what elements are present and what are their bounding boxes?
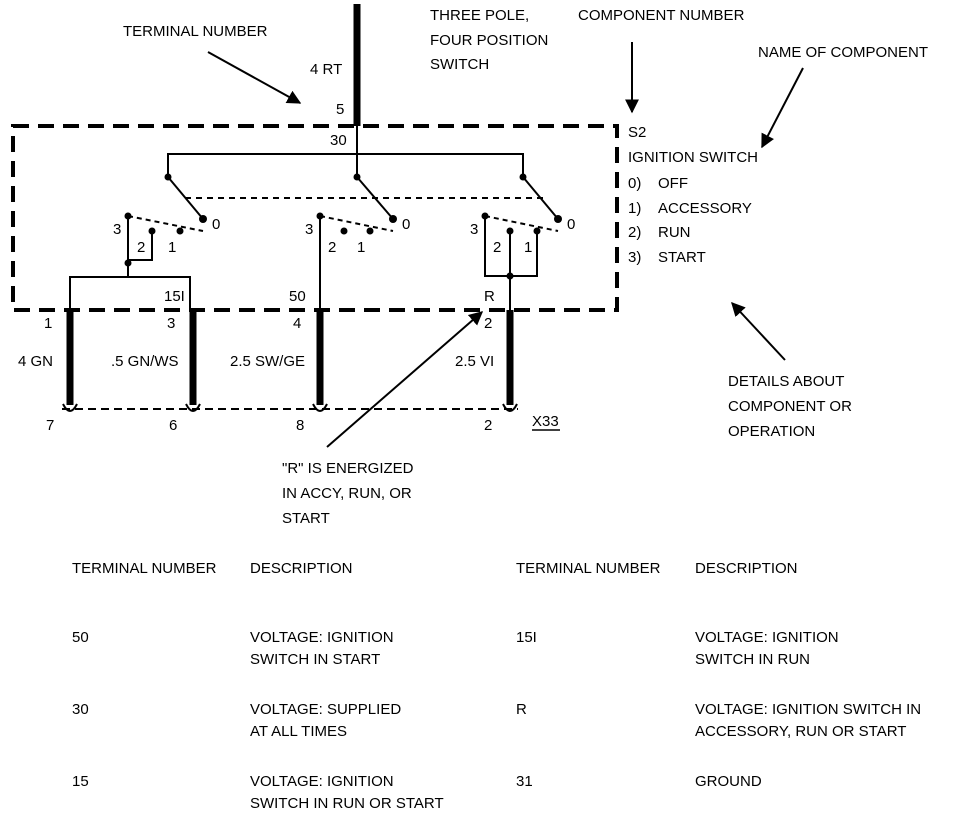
connector-label: X33 [532,413,559,430]
terminal-50: 50 [289,288,306,305]
pole1-mark-3: 3 [113,221,121,238]
details-line3: OPERATION [728,423,815,440]
name-of-component-callout: NAME OF COMPONENT [758,44,928,61]
terminal-15i: 15I [164,288,185,305]
pole3-mark-2: 2 [493,239,501,256]
table-header-left-term: TERMINAL NUMBER [72,560,217,577]
r-note-line1: "R" IS ENERGIZED [282,460,414,477]
wire-label-1: 4 GN [18,353,53,370]
component-boundary [11,124,619,312]
switch-type-line1: THREE POLE, [430,7,529,24]
switch-common-bus [167,153,524,177]
output-pin-3: 3 [167,315,175,332]
terminal-number-arrow [207,51,302,104]
r-note-line3: START [282,510,330,527]
pole1-mark-1: 1 [168,239,176,256]
connector-pin-7: 7 [46,417,54,434]
r-note-arrow [326,311,484,448]
wire-label-2: 2.5 VI [455,353,494,370]
r-note-line2: IN ACCY, RUN, OR [282,485,412,502]
output-pin-4: 4 [293,315,301,332]
switch-pole-1 [69,173,207,310]
table-row-2-right-desc: VOLTAGE: IGNITION SWITCH IN ACCESSORY, R… [695,701,922,740]
position-1-label: ACCESSORY [658,200,752,217]
output-pin-1: 1 [44,315,52,332]
component-name: IGNITION SWITCH [628,149,758,166]
position-0-num: 0) [628,175,641,192]
input-wire-label: 4 RT [310,61,342,78]
position-1-num: 1) [628,200,641,217]
switch-pole-2 [316,173,397,310]
component-number-callout: COMPONENT NUMBER [578,7,745,24]
table-row-3-left-term: 15 [72,773,89,790]
terminal-r: R [484,288,495,305]
details-line1: DETAILS ABOUT [728,373,844,390]
table-header-right-term: TERMINAL NUMBER [516,560,661,577]
wire-label-3: .5 GN/WS [111,353,179,370]
pole2-mark-3: 3 [305,221,313,238]
table-row-2-left-desc: VOLTAGE: SUPPLIED AT ALL TIMES [250,701,402,740]
connector-pin-2: 2 [484,417,492,434]
position-2-num: 2) [628,224,641,241]
table-row-1-left-desc: VOLTAGE: IGNITION SWITCH IN START [250,629,394,668]
pole3-mark-1: 1 [524,239,532,256]
pole3-mark-3: 3 [470,221,478,238]
pole1-mark-2: 2 [137,239,145,256]
details-arrow [731,301,786,361]
name-of-component-arrow [761,67,804,149]
table-row-3-right-desc: GROUND [695,773,762,790]
input-pin: 5 [336,101,344,118]
position-3-num: 3) [628,249,641,266]
table-row-3-right-term: 31 [516,773,533,790]
position-2-label: RUN [658,224,691,241]
position-3-label: START [658,249,706,266]
pole2-mark-0: 0 [402,216,410,233]
terminal-number-callout: TERMINAL NUMBER [123,23,268,40]
pole2-mark-1: 1 [357,239,365,256]
table-row-1-right-term: 15I [516,629,537,646]
pole3-mark-0: 0 [567,216,575,233]
component-number: S2 [628,124,646,141]
connector-pin-6: 6 [169,417,177,434]
connector-pins [62,403,518,412]
table-header-left-desc: DESCRIPTION [250,560,353,577]
table-row-1-left-term: 50 [72,629,89,646]
wire-label-4: 2.5 SW/GE [230,353,305,370]
table-header-right-desc: DESCRIPTION [695,560,798,577]
output-pin-2: 2 [484,315,492,332]
pole1-mark-0: 0 [212,216,220,233]
connector-pin-8: 8 [296,417,304,434]
switch-type-line3: SWITCH [430,56,489,73]
pole2-mark-2: 2 [328,239,336,256]
position-0-label: OFF [658,175,688,192]
details-line2: COMPONENT OR [728,398,852,415]
table-row-3-left-desc: VOLTAGE: IGNITION SWITCH IN RUN OR START [250,773,444,812]
table-row-2-right-term: R [516,701,527,718]
switch-pole-3 [481,173,562,310]
switch-type-line2: FOUR POSITION [430,32,548,49]
table-row-2-left-term: 30 [72,701,89,718]
input-terminal: 30 [330,132,347,149]
table-row-1-right-desc: VOLTAGE: IGNITION SWITCH IN RUN [695,629,839,668]
